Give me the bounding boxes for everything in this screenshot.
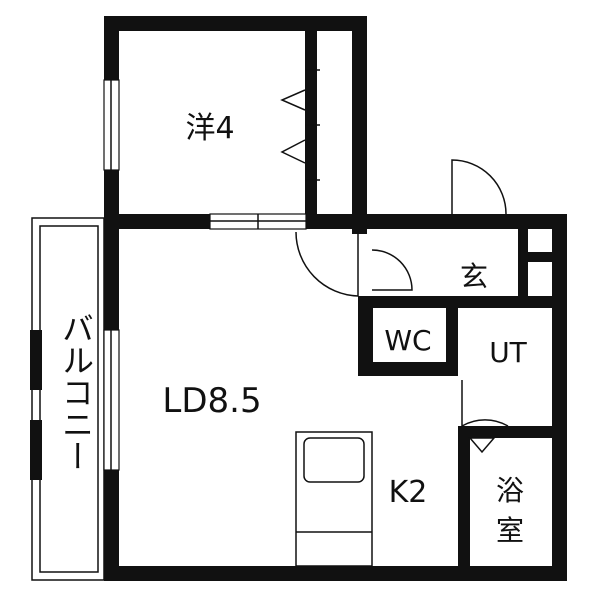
western-room-label: 洋4 xyxy=(185,111,234,146)
balcony-wall-segment xyxy=(30,420,42,480)
bathroom-label-line2: 室 xyxy=(496,514,524,547)
kitchen-counter xyxy=(295,431,373,567)
bathroom-label-line1: 浴 xyxy=(496,474,524,507)
utility-label: UT xyxy=(489,336,527,369)
bath-door-triangle xyxy=(468,437,496,454)
balcony-wall-segment xyxy=(30,330,42,390)
windows xyxy=(103,79,307,471)
toilet-label: WC xyxy=(384,324,431,357)
kitchen-label: K2 xyxy=(389,475,428,510)
balcony-label: バルコニー xyxy=(57,312,95,472)
entrance-label: 玄 xyxy=(460,260,488,293)
living-dining-label: LD8.5 xyxy=(162,381,261,421)
doors xyxy=(295,159,521,428)
closet xyxy=(280,69,320,181)
balcony xyxy=(30,217,105,581)
